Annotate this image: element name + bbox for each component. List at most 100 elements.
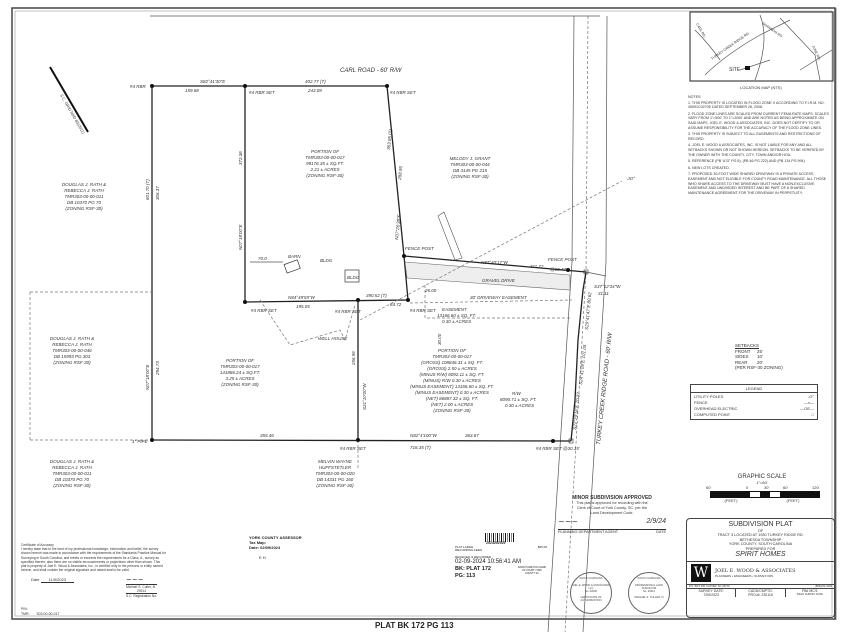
note-item: 2. FLOOD ZONE LINES ARE SCALED FROM CURR…: [688, 111, 829, 130]
svg-text:PORTION OF: PORTION OF: [311, 149, 339, 154]
svg-text:(ZONING RSF-30): (ZONING RSF-30): [221, 382, 259, 387]
dim-fence: 311.72: [530, 264, 544, 269]
scale-tick: 60': [706, 485, 712, 490]
recorded-book: BK: PLAT 172: [455, 566, 491, 573]
map-road-label: SHANNON RD.: [761, 22, 783, 39]
bldg-shape: [344, 269, 360, 283]
fence-icon: —x—: [804, 400, 814, 405]
svg-text:3.25 ± ACRES: 3.25 ± ACRES: [225, 376, 254, 381]
monument-rbr-set: #4 RBR SET: [251, 308, 278, 313]
dim-fence-bearing: N87°40'17"W: [481, 260, 509, 265]
dim-bottom-total: 718.35 (T): [410, 445, 431, 450]
dim-east-total: 363.95 (T): [386, 128, 393, 150]
svg-text:(MINUS R/W) 8092.11 ± SQ. FT.: (MINUS R/W) 8092.11 ± SQ. FT.: [420, 372, 485, 377]
svg-text:(ZONING RSF-30): (ZONING RSF-30): [53, 360, 91, 365]
well-area: [259, 299, 356, 346]
rw-label-2: 8090.71 ± SQ. FT.: [500, 397, 537, 402]
barcode: [485, 533, 515, 542]
svg-text:(ZONING RSF-30): (ZONING RSF-30): [53, 483, 91, 488]
assessor-stamp: YORK COUNTY ASSESSOR Tax Map: Date: 02/0…: [249, 535, 302, 560]
south-boundary: [151, 439, 572, 442]
dim-top-total: 402.77 (T): [305, 79, 326, 84]
project-number: PROJ#: 230116: [748, 593, 773, 598]
east-boundary: [570, 271, 587, 442]
svg-text:MELODY J. GRANT: MELODY J. GRANT: [450, 156, 492, 161]
monument-rbr-set: #4 RBR SET: [390, 90, 417, 95]
scale-bar: [710, 491, 820, 498]
svg-text:DB 10370 PG 70: DB 10370 PG 70: [67, 200, 102, 205]
setback-label: REAR: [735, 359, 748, 365]
setback-row: REAR 20': [735, 360, 783, 366]
setback-value: 20': [757, 359, 763, 365]
monument-bottom-set: #4 RBR SET @30.15': [536, 446, 580, 451]
dim-bottom-1: 355.46: [260, 433, 274, 438]
label-well-house: WELL HOUSE: [318, 336, 348, 341]
pin-label: PIN:: [21, 607, 28, 611]
dim-mid: 195.05: [296, 304, 310, 309]
dim-west-lower: 294.73: [155, 361, 160, 376]
utility-pole-icon: -O°: [807, 394, 814, 399]
certificate-text: Surveying in South Carolina, and meets o…: [21, 555, 159, 560]
monument-pipe: 1" PIPE: [132, 439, 149, 444]
note-item: 5. REFERENCE (PB 'A'/3" PG 6), (PB 46 PG…: [688, 159, 806, 164]
company-logo: W: [691, 564, 711, 583]
svg-text:DB 15993 PG 303: DB 15993 PG 303: [54, 354, 91, 359]
title-client: SPIRIT HOMES: [735, 551, 786, 559]
svg-text:(NET) 2.00 ± ACRES: (NET) 2.00 ± ACRES: [431, 402, 473, 407]
svg-text:(MINUS) R/W 0.30 ± ACRES: (MINUS) R/W 0.30 ± ACRES: [423, 378, 481, 383]
svg-text:(ZONING RSF-30): (ZONING RSF-30): [316, 483, 354, 488]
svg-text:TMR303-00-00-011: TMR303-00-00-011: [53, 471, 92, 476]
title-of: OF: [757, 529, 764, 533]
driveway-easement-line: [409, 299, 573, 304]
approval-title: MINOR SUBDIVISION APPROVED: [572, 495, 652, 501]
setback-label: FRONT: [735, 348, 751, 354]
seal-text: SOUTH CAROLINA: [637, 577, 661, 580]
recorded-datetime: 02-09-2024 10:56:41 AM: [455, 559, 522, 566]
north-arrow: [49, 66, 89, 133]
legend-item: OVERHEAD ELECTRIC—OE—: [694, 406, 814, 412]
seal-text: PROFESSIONAL LAND SURVEYOR: [635, 584, 663, 590]
sc-grid-label: S.C. GRID NAD 83(2011): [59, 93, 86, 135]
surveyor-signature: ~~~: [126, 577, 157, 586]
seal-text: SOUTH CAROLINA: [579, 577, 603, 580]
monument-fence-post: FENCE POST: [548, 257, 578, 262]
note-item: 4. JOEL E. WOOD & ASSOCIATES, INC. IS NO…: [688, 143, 825, 157]
svg-text:REBECCA J. RATH: REBECCA J. RATH: [64, 188, 104, 193]
title-prepared: PREPARED FOR: [745, 546, 776, 551]
label-bldg: BLDG: [320, 258, 333, 263]
dim-mid-short: 84.72: [390, 302, 402, 307]
scale-unit: (FEET): [724, 498, 738, 503]
overhead-electric-line: [359, 180, 623, 321]
approval-text: Land Development Code.: [590, 511, 634, 515]
surveyor-reg-no: 29314: [126, 589, 157, 595]
field-survey-date: FIELD SURVEY DATE: [796, 593, 823, 597]
monument-rbr: #4 RBR: [130, 84, 147, 89]
legend-box: LEGEND UTILITY POLES-O° FENCE—x— OVERHEA…: [690, 384, 818, 420]
monument-rbr-set: #4 RBR SET: [249, 90, 276, 95]
setbacks-note: (PER RSF-30 ZONING): [735, 365, 783, 370]
setback-value: 10': [757, 354, 763, 359]
turkey-road-west-line: [547, 15, 575, 632]
approval-text: Clerk of Court of York County, SC. per t…: [576, 506, 648, 510]
dim-west-lower-bearing: N07°18'00"E: [145, 363, 150, 390]
turkey-road-east-line: [582, 15, 608, 632]
svg-text:(GROSS) 2.50 ± ACRES: (GROSS) 2.50 ± ACRES: [427, 366, 477, 371]
monument-rbr-set: #4 RBR SET: [410, 308, 437, 313]
seal-text: MICHAEL S. CULLER, III: [634, 596, 664, 599]
easement-label-3: 0.30 ± ACRES: [442, 319, 471, 324]
east-lot-line: [386, 85, 405, 257]
dim-barn: 70.0: [258, 256, 267, 261]
scale-tick: 30': [764, 485, 770, 490]
note-item: 3. THIS PROPERTY IS SUBJECT TO ALL EASEM…: [688, 132, 821, 141]
legend-item: COMPUTED POINT□: [694, 412, 814, 418]
dim-top-2: 243.09: [307, 88, 322, 93]
map-road-label: CARL RD.: [695, 23, 707, 39]
sheet-border: [11, 7, 836, 620]
approval-signature: ~~~: [558, 517, 579, 526]
